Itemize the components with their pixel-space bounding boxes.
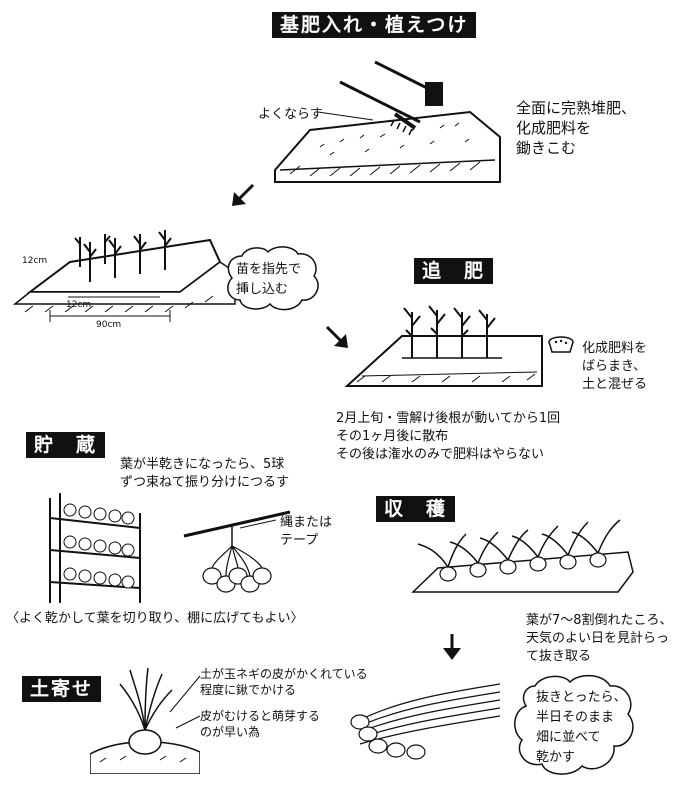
dim-row-label: 12cm [22, 256, 48, 266]
harvest-note-line2: 天気のよい日を見計らっ [526, 631, 670, 646]
topdress-caption-line3: その後は潅水のみで肥料はやらない [336, 447, 545, 462]
basal-field-illustration [274, 60, 501, 183]
basal-note-line2: 化成肥料を [516, 119, 592, 137]
harvest-bubble-line1: 抜きとったら、 [536, 690, 627, 705]
arrow-down-left-icon [232, 183, 255, 206]
topdress-bed-illustration [344, 305, 543, 387]
topdress-note-line1: 化成肥料を [582, 341, 648, 356]
tie-callout-line [240, 519, 277, 529]
storage-tie-line2: テープ [280, 533, 319, 548]
hilling-note1-line1: 土が玉ネギの皮がかくれている [200, 667, 368, 681]
storage-caption: 〈よく乾かして葉を切り取り、棚に広げてもよい〉 [6, 611, 304, 626]
harvest-note-line1: 葉が7～8割倒れたころ、 [526, 613, 673, 628]
callout-line [318, 111, 374, 121]
hilling-note1-line2: 程度に鍬でかける [200, 683, 297, 697]
topdress-note-line3: 土と混ぜる [582, 377, 648, 392]
harvest-bubble [514, 674, 634, 775]
basal-note-line1: 全面に完熟堆肥、 [516, 99, 637, 117]
hilling-callout-lines [169, 675, 201, 729]
hanging-bundle-illustration [183, 510, 291, 593]
storage-title: 貯 蔵 [26, 432, 106, 458]
storage-shelf-illustration [49, 493, 141, 603]
topdress-note-line2: ばらまき、 [582, 359, 647, 374]
topdress-caption-line1: 2月上旬・雪解け後根が動いてから1回 [336, 411, 561, 426]
dim-width-label: 90cm [96, 320, 122, 330]
harvest-bubble-line3: 畑に並べて [536, 730, 601, 745]
hilling-title: 土寄せ [22, 676, 102, 702]
arrow-down-right-icon [325, 325, 348, 348]
storage-tie-line1: 縄または [280, 515, 333, 530]
arrow-down-icon [443, 634, 461, 660]
topdress-title: 追 肥 [414, 258, 494, 284]
planting-bed-illustration [12, 230, 236, 322]
harvest-bubble-line4: 乾かす [536, 750, 576, 765]
dim-plant-label: 12cm [66, 300, 92, 310]
basal-callout: よくならす [258, 107, 323, 122]
fertilizer-dish-icon [548, 336, 574, 353]
planting-bubble-line2: 挿し込む [236, 282, 289, 297]
planting-bubble [227, 246, 319, 311]
storage-note-line2: ずつ束ねて振り分けにつるす [120, 475, 290, 490]
harvested-onions-illustration [350, 683, 501, 760]
hilling-note2-line2: のが早い為 [200, 725, 261, 739]
hilling-note2-line1: 皮がむけると萌芽する [200, 709, 321, 723]
harvest-note-line3: て抜き取る [526, 649, 592, 664]
basal-title: 基肥入れ・植えつけ [272, 12, 477, 38]
basal-note-line3: 鋤きこむ [516, 139, 577, 157]
harvest-bubble-line2: 半日そのまま [536, 710, 615, 725]
harvest-title: 収 穫 [376, 496, 456, 522]
harvest-field-illustration [411, 519, 634, 593]
planting-bubble-line1: 苗を指先で [236, 262, 302, 277]
topdress-caption-line2: その1ヶ月後に散布 [336, 429, 449, 444]
storage-note-line1: 葉が半乾きになったら、5球 [120, 457, 285, 472]
hilling-onion-illustration [90, 667, 200, 774]
